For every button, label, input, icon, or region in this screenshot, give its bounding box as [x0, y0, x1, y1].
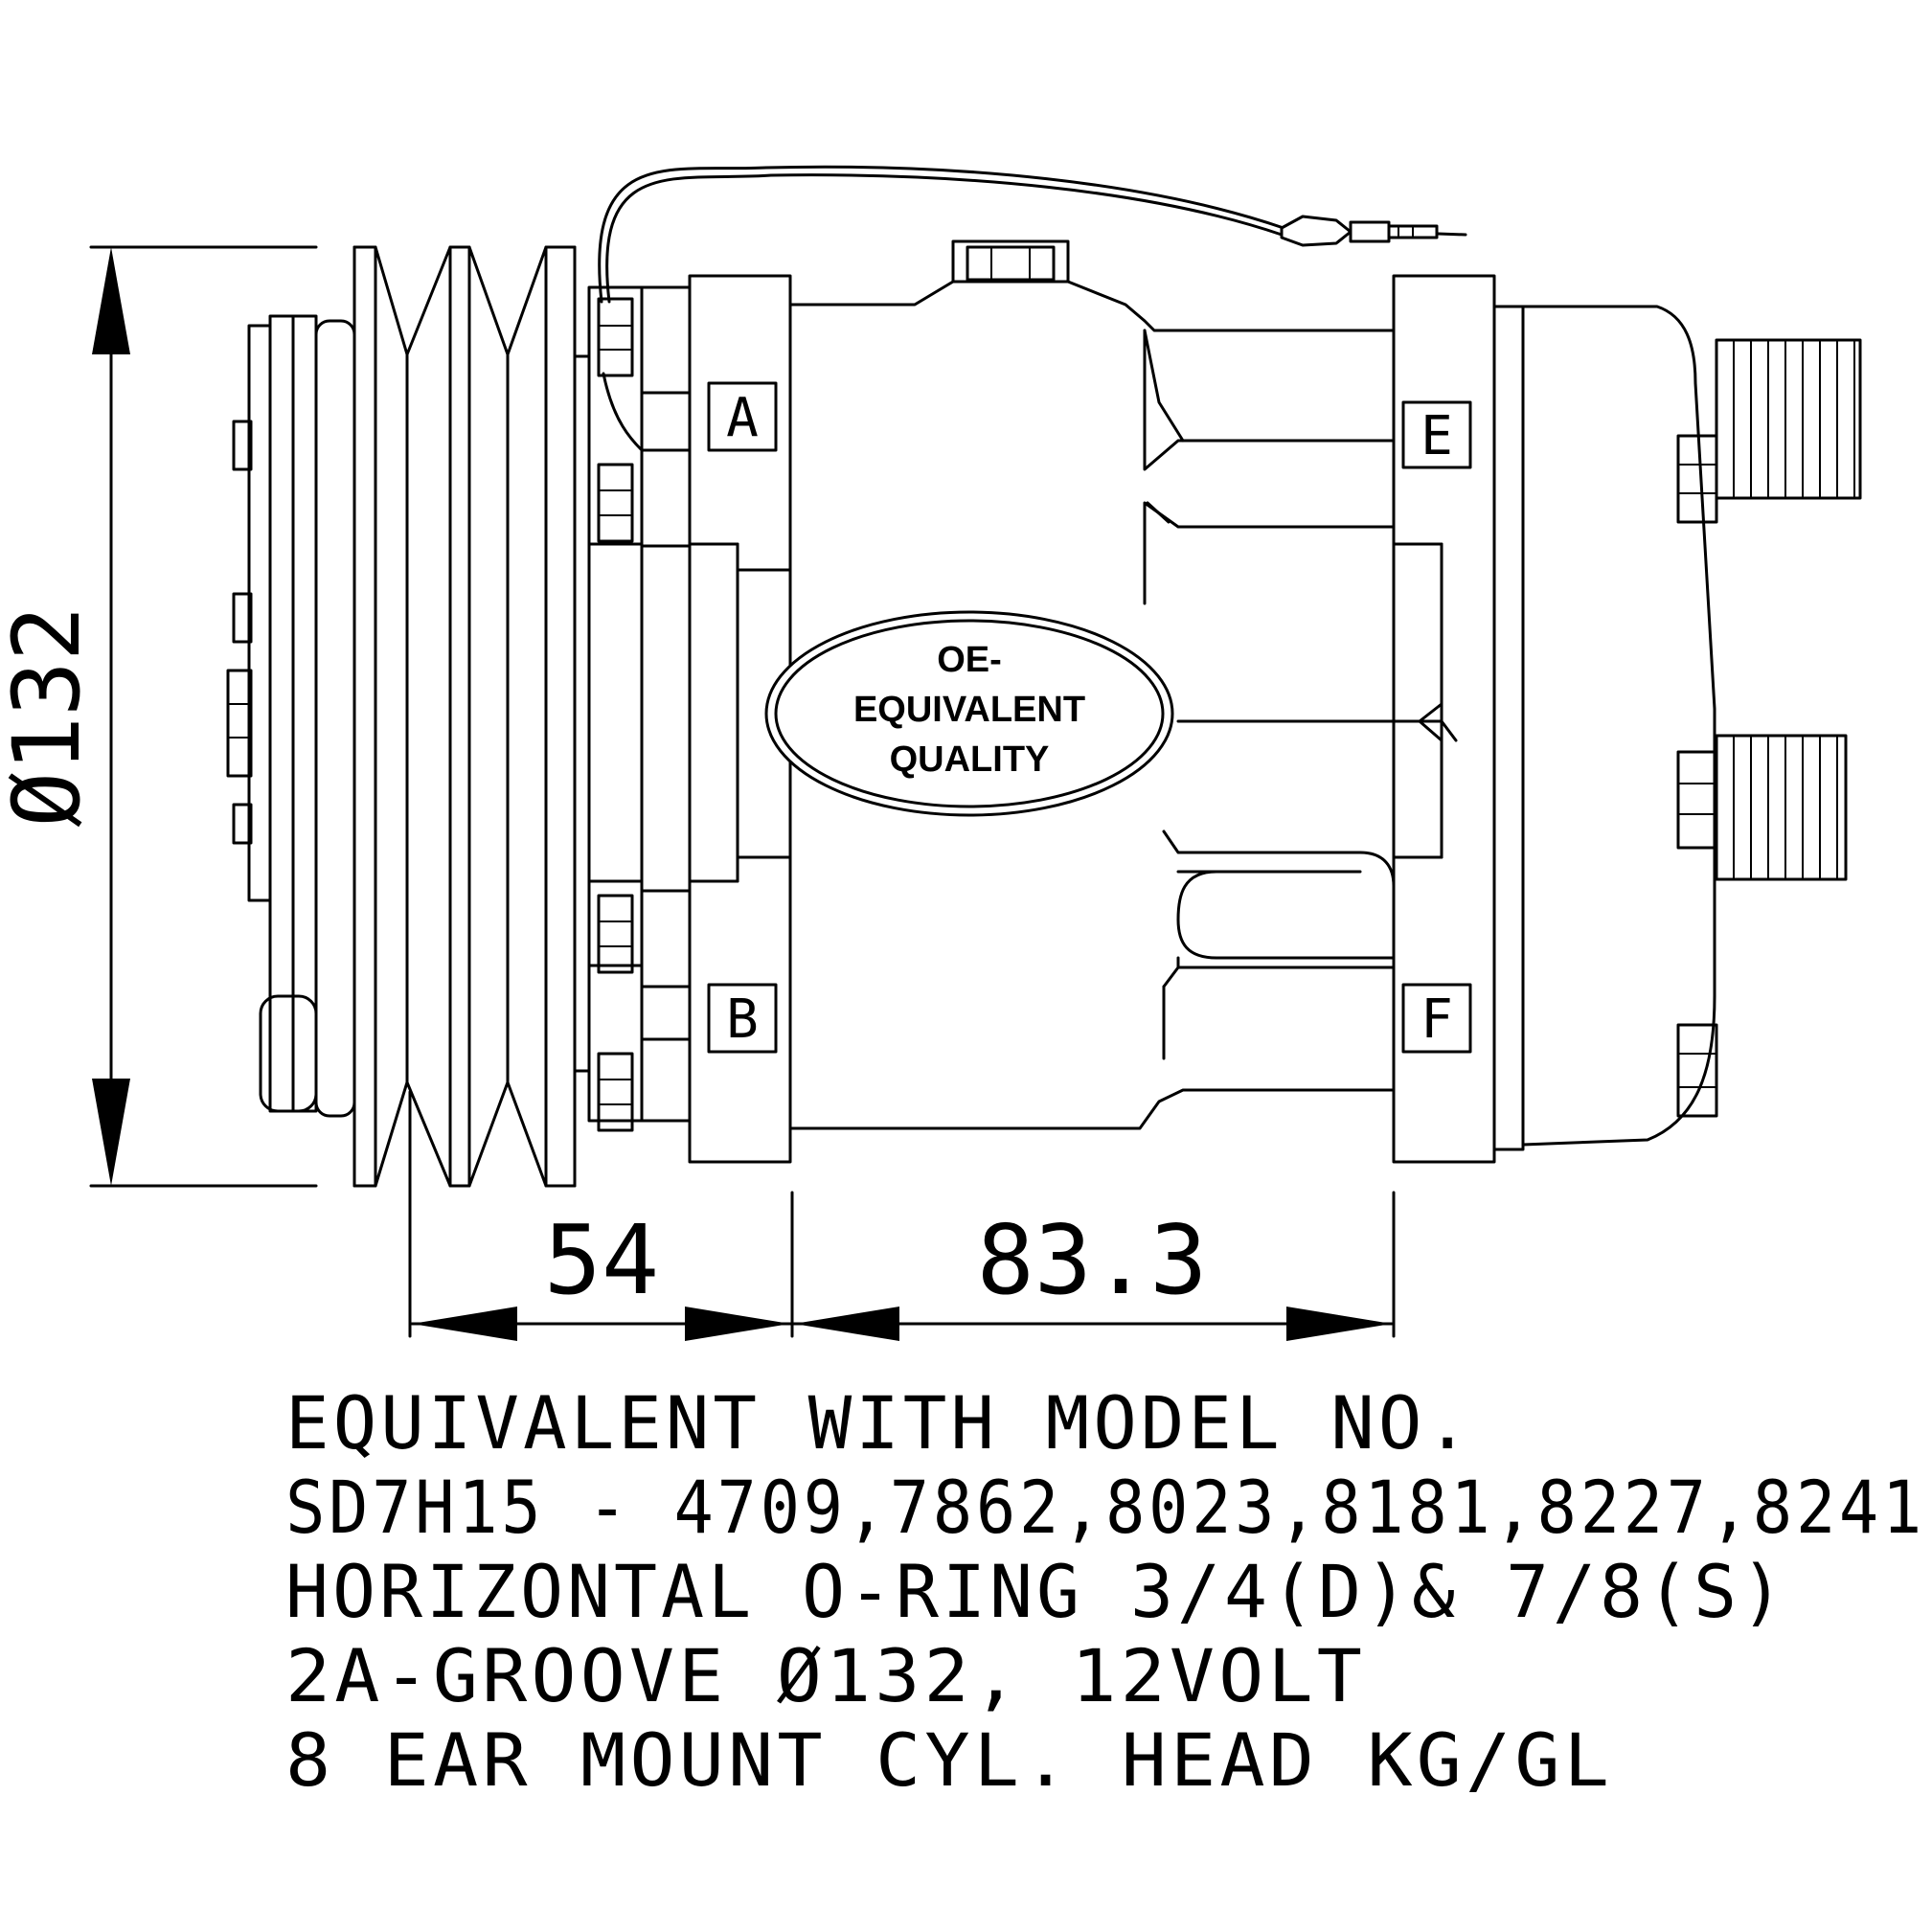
- hex-nut: [597, 463, 634, 543]
- dim-83-arrow-right: [1286, 1307, 1392, 1341]
- port-label-b: B: [707, 983, 778, 1054]
- spec-line-1: EQUIVALENT WITH MODEL NO.: [285, 1380, 1473, 1466]
- dim-54-arrow-left: [412, 1307, 517, 1341]
- clutch-plate: [226, 314, 356, 1118]
- diameter-dimension: Ø132: [0, 245, 318, 1188]
- hex-nut: [1676, 1023, 1718, 1118]
- hex-nut: [597, 297, 634, 377]
- oe-quality-badge: OE- EQUIVALENT QUALITY: [764, 610, 1174, 817]
- port-label-e-text: E: [1421, 405, 1453, 467]
- spec-line-5: 8 EAR MOUNT CYL. HEAD KG/GL: [285, 1717, 1613, 1803]
- badge-line-3: QUALITY: [890, 739, 1050, 780]
- port-label-f-text: F: [1421, 989, 1453, 1051]
- pulley: [352, 245, 591, 1188]
- spec-line-3: HORIZONTAL O-RING 3/4(D)& 7/8(S): [285, 1549, 1787, 1634]
- spec-block: EQUIVALENT WITH MODEL NO. SD7H15 - 4709,…: [285, 1380, 1925, 1803]
- port-label-e: E: [1401, 400, 1472, 469]
- suction-fitting: [1715, 734, 1848, 881]
- dim-83-arrow-left: [794, 1307, 899, 1341]
- spec-line-2: SD7H15 - 4709,7862,8023,8181,8227,8241: [285, 1465, 1925, 1550]
- hex-nut: [597, 894, 634, 974]
- diameter-arrow-top: [92, 247, 130, 354]
- rear-housing: [1392, 274, 1862, 1164]
- hex-nut: [597, 1052, 634, 1132]
- length-dimensions: 54 83.3: [408, 1090, 1396, 1341]
- discharge-fitting: [1715, 338, 1862, 500]
- hex-nut: [1676, 750, 1718, 850]
- port-label-a: A: [707, 381, 778, 452]
- port-label-b-text: B: [726, 989, 759, 1051]
- port-label-a-text: A: [726, 387, 759, 449]
- badge-line-1: OE-: [937, 640, 1002, 680]
- dim-54-arrow-right: [685, 1307, 790, 1341]
- diameter-arrow-bottom: [92, 1079, 130, 1186]
- spec-line-4: 2A-GROOVE Ø132, 12VOLT: [285, 1633, 1366, 1718]
- dim-54-label: 54: [544, 1204, 659, 1316]
- thermal-wire: [598, 165, 1467, 452]
- badge-line-2: EQUIVALENT: [853, 690, 1085, 730]
- front-housing: [587, 285, 692, 1132]
- diameter-label: Ø132: [0, 605, 101, 827]
- port-label-f: F: [1401, 983, 1472, 1054]
- dim-83-label: 83.3: [977, 1204, 1208, 1316]
- compressor-body: [688, 239, 1458, 1164]
- hex-nut: [1676, 434, 1718, 524]
